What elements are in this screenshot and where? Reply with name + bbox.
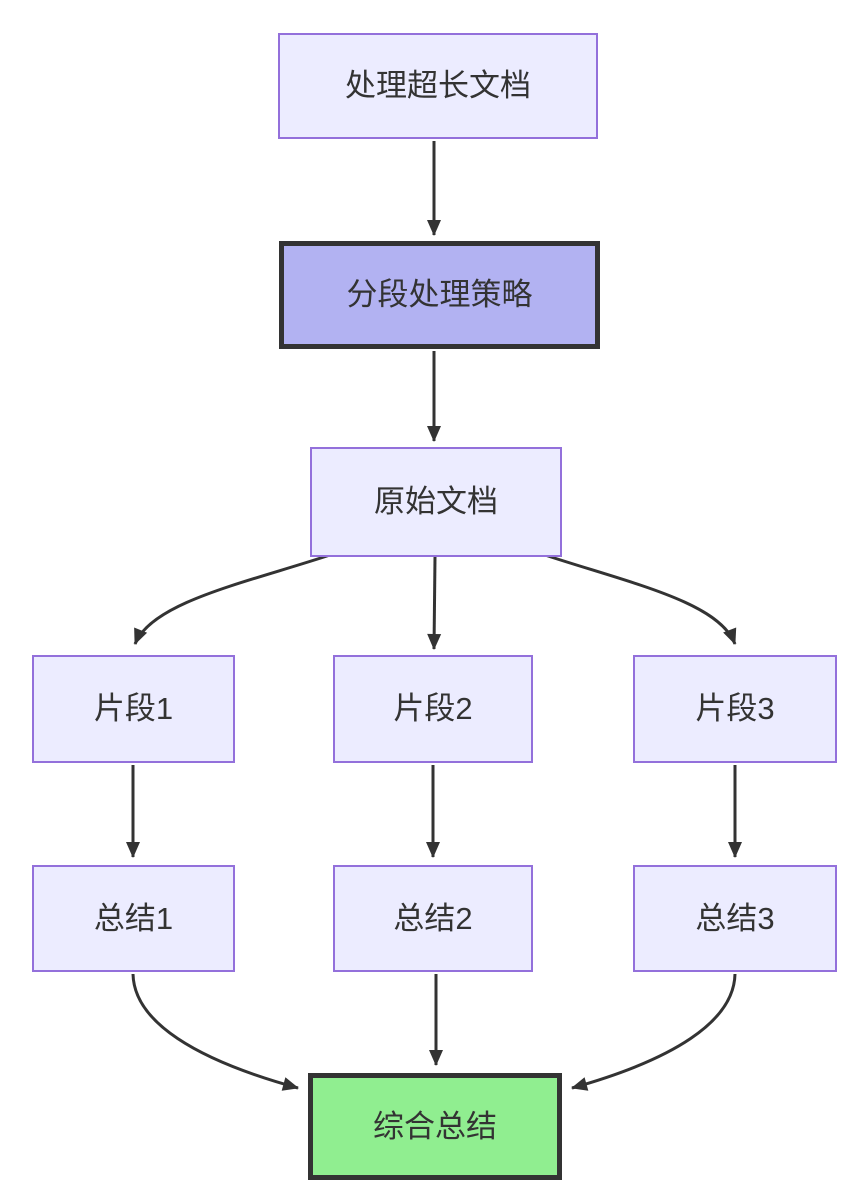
node-segmentation-strategy: 分段处理策略 xyxy=(279,241,600,349)
node-summary-3-label: 总结3 xyxy=(695,900,775,936)
node-summary-3: 总结3 xyxy=(633,865,837,972)
edge-c-d2 xyxy=(427,556,442,650)
node-segmentation-strategy-label: 分段处理策略 xyxy=(346,277,533,313)
node-original-document-label: 原始文档 xyxy=(374,484,498,520)
node-fragment-1-label: 片段1 xyxy=(93,691,174,727)
node-original-document: 原始文档 xyxy=(310,447,562,557)
node-process-long-document: 处理超长文档 xyxy=(278,33,598,139)
node-fragment-3-label: 片段3 xyxy=(695,691,775,727)
node-summary-1-label: 总结1 xyxy=(93,900,174,936)
node-combined-summary-label: 综合总结 xyxy=(373,1108,497,1144)
node-process-long-document-label: 处理超长文档 xyxy=(345,68,531,104)
node-fragment-2-label: 片段2 xyxy=(393,691,473,727)
edge-c-d3 xyxy=(544,553,737,645)
node-combined-summary: 综合总结 xyxy=(308,1073,562,1180)
edge-e3-f xyxy=(571,973,737,1091)
edge-e1-f xyxy=(131,973,299,1091)
node-summary-2: 总结2 xyxy=(333,865,533,972)
edge-c-d1 xyxy=(133,553,331,645)
node-fragment-1: 片段1 xyxy=(32,655,235,763)
node-fragment-2: 片段2 xyxy=(333,655,533,763)
node-summary-2-label: 总结2 xyxy=(393,900,473,936)
node-fragment-3: 片段3 xyxy=(633,655,837,763)
node-summary-1: 总结1 xyxy=(32,865,235,972)
